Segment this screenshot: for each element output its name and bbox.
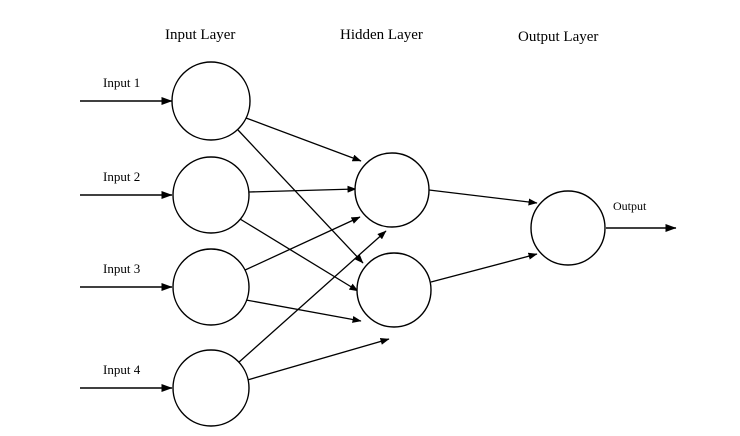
io-arrows	[80, 97, 677, 392]
edge-h2-o1	[430, 252, 538, 283]
input-node-1[interactable]	[171, 61, 251, 141]
edge-i4-h2	[243, 338, 390, 382]
hidden-node-1[interactable]	[354, 152, 430, 228]
output-node-1[interactable]	[530, 190, 606, 266]
connection-edges	[237, 117, 538, 382]
input-1-label: Input 1	[103, 75, 141, 90]
hidden-node-2[interactable]	[356, 252, 432, 328]
input-node-4[interactable]	[172, 349, 250, 427]
input-3-label: Input 3	[103, 261, 141, 276]
input-2-label: Input 2	[103, 169, 141, 184]
edge-h1-o1	[428, 189, 538, 206]
edge-i1-h1	[245, 117, 362, 162]
edge-i1-h2	[237, 129, 364, 264]
edge-i4-h1	[237, 230, 387, 364]
input-node-2[interactable]	[172, 156, 250, 234]
input-node-3[interactable]	[172, 248, 250, 326]
output-layer-title: Output Layer	[518, 29, 599, 45]
input-4-label: Input 4	[103, 362, 141, 377]
hidden-layer-title: Hidden Layer	[340, 27, 423, 43]
edge-i3-h1	[242, 216, 361, 272]
input-layer-title: Input Layer	[165, 27, 236, 43]
neuron-nodes	[171, 61, 606, 427]
edge-i3-h2	[245, 299, 362, 323]
edge-i2-h2	[239, 218, 359, 292]
output-label: Output	[613, 199, 647, 213]
edge-i2-h1	[248, 185, 357, 193]
